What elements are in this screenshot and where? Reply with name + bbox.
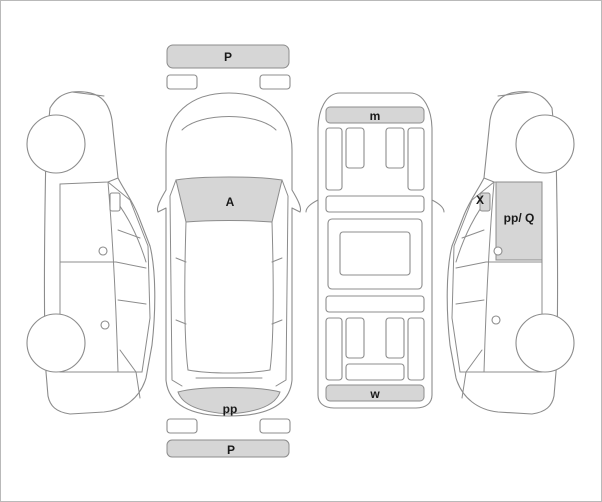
front-right-seat <box>385 127 405 169</box>
left-mirror <box>109 192 121 212</box>
top-view-body <box>156 92 302 417</box>
left-rear-door-handle <box>100 320 110 330</box>
roof-rear-label: w <box>369 387 380 401</box>
front-bumper-panel <box>166 44 290 69</box>
rear-right-light <box>259 418 291 434</box>
rear-bumper-label: P <box>227 443 235 457</box>
rear-left-light <box>166 418 198 434</box>
right-rear-door-handle <box>491 315 501 325</box>
front-left-light <box>166 74 198 90</box>
right-rear-wheel <box>515 313 575 373</box>
front-left-pillar <box>325 127 343 191</box>
left-rear-wheel <box>26 313 86 373</box>
rear-left-seat <box>345 317 365 359</box>
rear-bumper-panel <box>166 439 290 458</box>
right-rear-door-panel <box>495 181 543 261</box>
rear-right-seat <box>385 317 405 359</box>
rear-left-pillar <box>325 317 343 381</box>
right-rear-door-label: pp/ Q <box>504 211 535 225</box>
rear-window-panel <box>177 387 281 415</box>
windshield-panel <box>175 176 283 223</box>
front-roof-bar <box>325 195 425 213</box>
right-side-view: pp/ Q X <box>446 91 575 415</box>
front-bumper-label: P <box>224 50 232 64</box>
right-mirror <box>479 192 491 212</box>
roof-front-label: m <box>370 109 381 123</box>
right-side-x-label: X <box>476 193 484 207</box>
rear-shelf <box>345 363 405 381</box>
right-front-door-handle <box>493 246 503 256</box>
sunroof-glass <box>339 231 411 276</box>
rear-window-label: pp <box>223 402 238 416</box>
roof-rear-panel <box>325 384 425 402</box>
right-front-wheel <box>515 114 575 174</box>
front-left-seat <box>345 127 365 169</box>
rear-roof-bar <box>325 295 425 313</box>
roof-front-panel <box>325 106 425 124</box>
windshield-label: A <box>226 195 235 209</box>
front-right-pillar <box>407 127 425 191</box>
top-view: P A pp P <box>156 44 302 458</box>
left-front-wheel <box>26 114 86 174</box>
left-front-door-handle <box>98 246 108 256</box>
interior-view: m w <box>305 92 445 409</box>
rear-right-pillar <box>407 317 425 381</box>
left-side-view <box>26 91 156 415</box>
front-right-light <box>259 74 291 90</box>
